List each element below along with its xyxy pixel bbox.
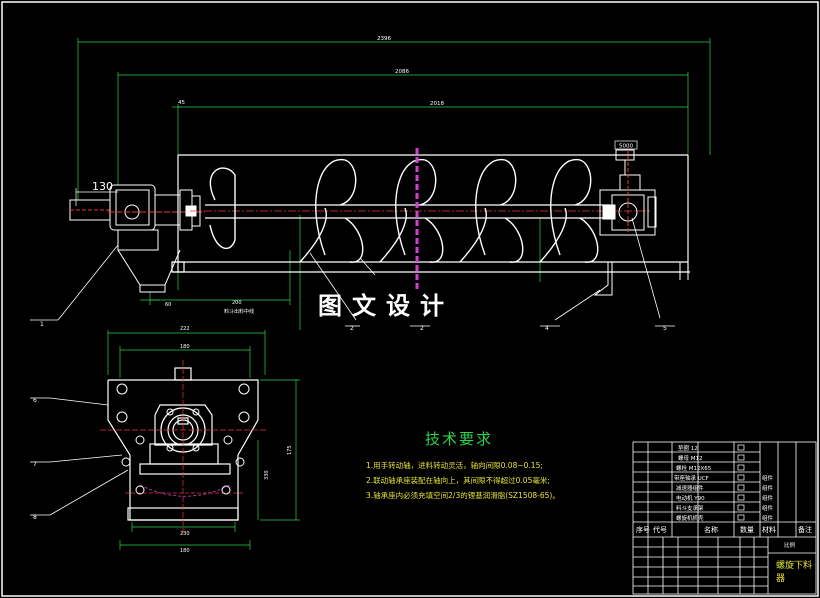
screw-shaft xyxy=(190,204,650,219)
part-material-7: 组件 xyxy=(762,506,774,512)
part-name-7: 料斗支承架 xyxy=(676,506,704,512)
dim-375: 175 xyxy=(287,445,293,455)
dim-2086: 2086 xyxy=(395,69,409,75)
header-material: 材料 xyxy=(762,526,776,534)
balloon-7: 7 xyxy=(33,461,37,468)
coupling xyxy=(179,189,201,231)
dim-222: 222 xyxy=(180,326,190,332)
tech-requirement-2: 2.联动轴承座装配在轴向上，其间隙不得超过0.05毫米; xyxy=(366,476,550,485)
balloon-1: 1 xyxy=(40,321,44,328)
dim-60: 60 xyxy=(165,302,171,308)
front-view: 5000 2396 2086 2018 45 60 200 料斗出料中线 1 2… xyxy=(30,36,711,332)
lid-label: 5000 xyxy=(619,144,633,150)
balloon-5: 5 xyxy=(663,325,667,332)
part-name-4: 带座轴承 UCF xyxy=(674,476,709,482)
dim-230: 230 xyxy=(180,531,190,537)
part-material-4: 组件 xyxy=(762,476,774,482)
tech-requirements-title: 技术要求 xyxy=(425,430,494,448)
part-name-6: 电动机 Y90 xyxy=(676,496,705,502)
tech-requirement-3: 3.轴承座内必须充填空间2/3的锂基润滑脂(SZ1508-65)。 xyxy=(366,491,560,500)
drawing-name: 螺旋下料器 xyxy=(776,561,813,584)
part-name-1: 垫圈 12 xyxy=(678,446,698,452)
dim-2396: 2396 xyxy=(377,36,391,42)
header-index: 序号 xyxy=(636,526,650,534)
hopper-centerline-note: 料斗出料中线 xyxy=(224,308,254,315)
right-bearing xyxy=(599,149,657,236)
screw-flights xyxy=(209,159,599,263)
balloon-2b: 2 xyxy=(420,325,424,332)
balloon-4: 4 xyxy=(545,325,549,332)
part-name-5: 减速器组件 xyxy=(676,486,704,492)
quantity-boxes xyxy=(737,444,745,521)
dim-200: 200 xyxy=(232,300,242,306)
scale-label: 比例 xyxy=(784,543,796,549)
side-view: 222 180 180 230 175 330 6 7 8 xyxy=(30,326,300,554)
header-name: 名称 xyxy=(704,526,718,534)
header-notes: 备注 xyxy=(798,526,812,534)
part-name-8: 螺旋机机壳 xyxy=(676,516,704,522)
motor-reducer xyxy=(69,184,205,293)
balloon-6: 6 xyxy=(33,397,37,404)
header-qty: 数量 xyxy=(740,526,754,534)
title-block-grid xyxy=(632,441,817,595)
watermark-text: 图文设计 xyxy=(318,292,454,320)
header-code: 代号 xyxy=(653,526,667,534)
dim-180-bottom: 180 xyxy=(180,548,190,554)
side-bolts xyxy=(116,383,250,495)
part-name-2: 螺母 M12 xyxy=(678,456,703,462)
dim-330: 330 xyxy=(264,470,270,480)
side-centerlines xyxy=(100,360,268,535)
leader-lines xyxy=(30,217,675,327)
dim-130: 130 xyxy=(92,180,113,193)
side-leader-lines xyxy=(30,397,129,516)
dim-2018: 2018 xyxy=(430,101,444,107)
part-material-8: 组件 xyxy=(762,516,774,522)
dim-180-top: 180 xyxy=(180,344,190,350)
balloon-2a: 2 xyxy=(350,325,354,332)
right-support xyxy=(593,262,689,296)
balloon-8: 8 xyxy=(33,514,37,521)
side-dimension-lines xyxy=(107,330,300,550)
part-name-3: 螺栓 M12X65 xyxy=(676,466,712,472)
dim-45: 45 xyxy=(178,100,185,106)
tech-requirement-1: 1.用手转动轴，进料转动灵活，轴向间隙0.08~0.15; xyxy=(366,461,543,470)
part-material-6: 组件 xyxy=(762,496,774,502)
part-material-5: 组件 xyxy=(762,486,774,492)
